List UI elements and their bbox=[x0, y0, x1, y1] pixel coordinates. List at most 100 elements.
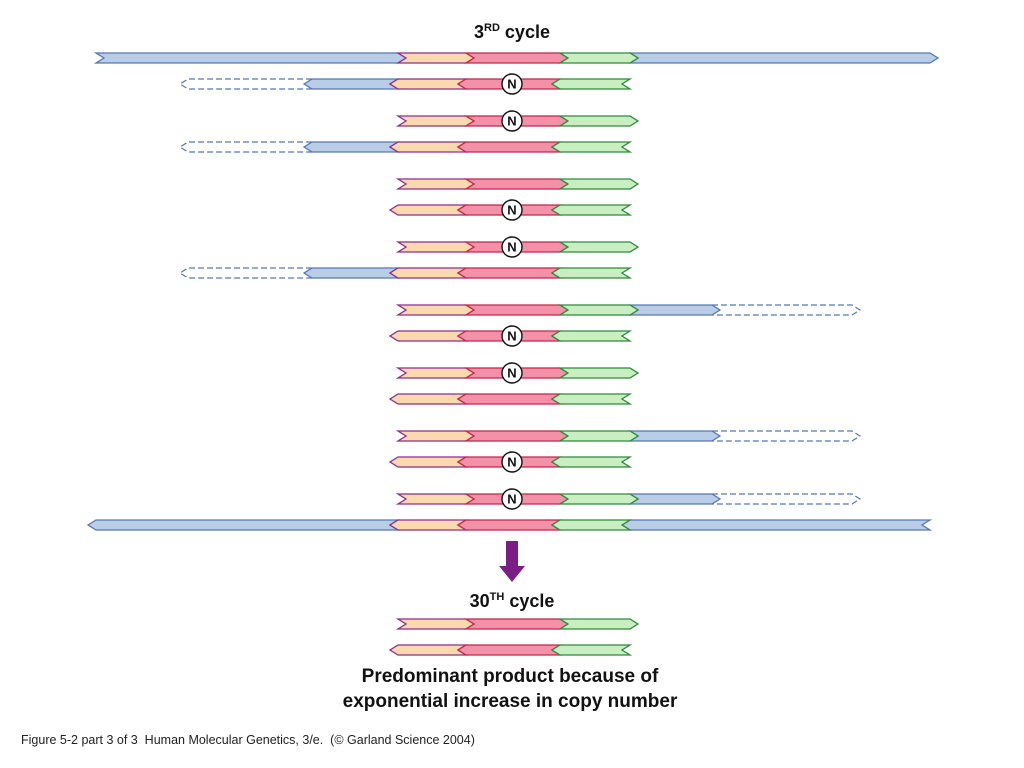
dna-strand bbox=[388, 644, 633, 656]
unfinished-extension bbox=[712, 304, 862, 316]
primer-segment bbox=[557, 493, 640, 505]
unfinished-extension bbox=[178, 141, 312, 153]
svg-text:N: N bbox=[507, 77, 516, 92]
primer-segment bbox=[550, 267, 633, 279]
primer-segment bbox=[557, 178, 640, 190]
target-segment bbox=[456, 141, 563, 153]
cycle-30-title: 30TH cycle bbox=[470, 591, 555, 611]
down-arrow bbox=[499, 541, 525, 582]
template-segment bbox=[86, 519, 401, 531]
primer-segment bbox=[395, 304, 476, 316]
template-segment bbox=[93, 52, 408, 64]
dna-strand bbox=[395, 178, 640, 190]
primer-segment bbox=[550, 456, 633, 468]
dna-strand bbox=[86, 519, 933, 531]
primer-segment bbox=[388, 267, 469, 279]
primer-segment bbox=[550, 393, 633, 405]
product-text-line-1: Predominant product because of bbox=[362, 666, 659, 687]
target-segment bbox=[463, 304, 570, 316]
primer-segment bbox=[557, 115, 640, 127]
dna-strand bbox=[178, 141, 633, 153]
template-segment bbox=[302, 141, 401, 153]
dna-strand: N bbox=[388, 451, 633, 473]
primer-segment bbox=[395, 367, 476, 379]
target-segment bbox=[456, 644, 563, 656]
target-segment bbox=[463, 52, 570, 64]
dna-strand bbox=[395, 430, 862, 442]
primer-segment bbox=[388, 456, 469, 468]
primer-segment bbox=[388, 78, 469, 90]
primer-segment bbox=[557, 52, 640, 64]
primer-segment bbox=[395, 115, 476, 127]
target-segment bbox=[463, 618, 570, 630]
primer-segment bbox=[395, 241, 476, 253]
dna-strand bbox=[395, 618, 640, 630]
dna-strand: N bbox=[395, 236, 640, 258]
svg-text:N: N bbox=[507, 114, 516, 129]
primer-segment bbox=[550, 330, 633, 342]
primer-segment bbox=[550, 204, 633, 216]
mutation-marker: N bbox=[501, 362, 523, 384]
dna-strand bbox=[178, 267, 633, 279]
target-segment bbox=[463, 430, 570, 442]
template-segment bbox=[302, 267, 401, 279]
target-segment bbox=[456, 267, 563, 279]
primer-segment bbox=[388, 519, 469, 531]
dna-strand: N bbox=[178, 73, 633, 95]
target-segment bbox=[463, 178, 570, 190]
primer-segment bbox=[557, 618, 640, 630]
template-segment bbox=[627, 430, 722, 442]
dna-strand: N bbox=[395, 362, 640, 384]
primer-segment bbox=[395, 52, 476, 64]
primer-segment bbox=[395, 178, 476, 190]
primer-segment bbox=[550, 644, 633, 656]
mutation-marker: N bbox=[501, 73, 523, 95]
primer-segment bbox=[395, 493, 476, 505]
primer-segment bbox=[388, 204, 469, 216]
template-segment bbox=[620, 519, 933, 531]
cycle-3-title: 3RD cycle bbox=[474, 22, 550, 42]
dna-strand: N bbox=[388, 199, 633, 221]
primer-segment bbox=[388, 644, 469, 656]
primer-segment bbox=[557, 304, 640, 316]
template-segment bbox=[627, 493, 722, 505]
dna-strand bbox=[93, 52, 940, 64]
primer-segment bbox=[557, 367, 640, 379]
mutation-marker: N bbox=[501, 488, 523, 510]
dna-strand bbox=[388, 393, 633, 405]
svg-text:N: N bbox=[507, 492, 516, 507]
dna-strand: N bbox=[388, 325, 633, 347]
primer-segment bbox=[557, 430, 640, 442]
unfinished-extension bbox=[712, 493, 862, 505]
dna-strand bbox=[395, 304, 862, 316]
primer-segment bbox=[388, 141, 469, 153]
svg-text:N: N bbox=[507, 455, 516, 470]
target-segment bbox=[456, 393, 563, 405]
svg-text:N: N bbox=[507, 240, 516, 255]
mutation-marker: N bbox=[501, 236, 523, 258]
unfinished-extension bbox=[178, 78, 312, 90]
primer-segment bbox=[395, 430, 476, 442]
mutation-marker: N bbox=[501, 199, 523, 221]
template-segment bbox=[627, 52, 940, 64]
figure-caption: Figure 5-2 part 3 of 3 Human Molecular G… bbox=[21, 733, 475, 747]
target-segment bbox=[456, 519, 563, 531]
svg-text:N: N bbox=[507, 366, 516, 381]
primer-segment bbox=[388, 393, 469, 405]
primer-segment bbox=[550, 78, 633, 90]
primer-segment bbox=[550, 141, 633, 153]
svg-text:N: N bbox=[507, 203, 516, 218]
dna-strand: N bbox=[395, 110, 640, 132]
mutation-marker: N bbox=[501, 110, 523, 132]
unfinished-extension bbox=[712, 430, 862, 442]
mutation-marker: N bbox=[501, 325, 523, 347]
unfinished-extension bbox=[178, 267, 312, 279]
third-cycle-strands: N N N N N N N N bbox=[86, 52, 940, 531]
primer-segment bbox=[395, 618, 476, 630]
primer-segment bbox=[388, 330, 469, 342]
template-segment bbox=[302, 78, 401, 90]
primer-segment bbox=[550, 519, 633, 531]
primer-segment bbox=[557, 241, 640, 253]
final-product-strands bbox=[388, 618, 640, 656]
